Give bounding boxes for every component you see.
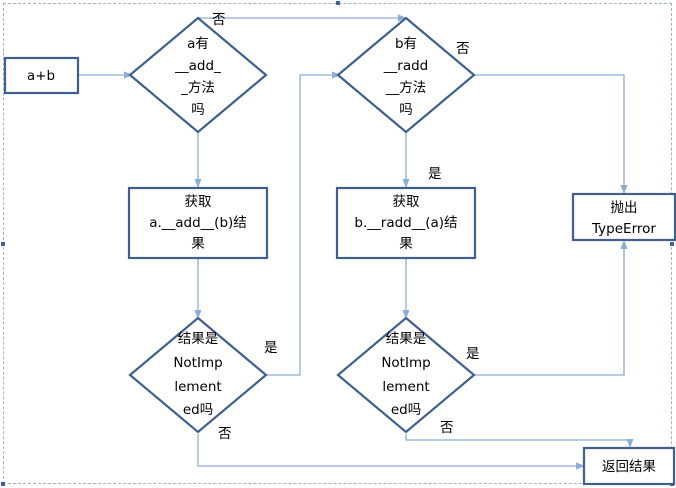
label-ni1-yes: 是: [264, 340, 278, 356]
node-return-result[interactable]: 返回结果: [582, 446, 676, 486]
node-dec-radd-line-1: b有: [395, 36, 417, 52]
node-return-label: 返回结果: [602, 459, 656, 475]
label-ni2-no: 否: [440, 420, 454, 436]
node-start[interactable]: a+b: [3, 56, 80, 95]
node-get-radd[interactable]: 获取 b.__radd__(a)结 果: [335, 186, 477, 260]
resize-handle-top-middle[interactable]: [336, 1, 340, 5]
node-get-radd-line-1: 获取: [393, 194, 420, 210]
edge-dec-radd-no: [474, 74, 628, 194]
label-add-no: 否: [212, 12, 226, 28]
edge-ni1-yes: [266, 71, 341, 376]
node-dec-ni1-line-2: NotImp: [173, 355, 222, 371]
node-raise-line-1: 抛出: [611, 200, 638, 216]
label-ni2-yes: 是: [466, 346, 480, 362]
node-dec-add-line-2: __add_: [174, 58, 221, 74]
edge-ni1-no: [197, 434, 585, 470]
resize-handle-left-middle[interactable]: [1, 242, 5, 246]
node-get-radd-line-2: b.__radd__(a)结: [354, 215, 457, 231]
node-get-add-line-1: 获取: [185, 194, 212, 210]
node-dec-add-line-4: 吗: [191, 102, 205, 118]
node-dec-ni1-line-1: 结果是: [178, 331, 219, 347]
node-dec-ni2-line-4: ed吗: [391, 402, 421, 418]
node-dec-ni2[interactable]: 结果是 NotImp lement ed吗: [336, 316, 476, 434]
node-dec-radd-line-2: __radd: [383, 58, 428, 74]
label-ni1-no: 否: [218, 426, 232, 442]
label-radd-yes: 是: [428, 166, 442, 182]
edge-ni2-no: [405, 434, 634, 448]
node-get-radd-line-3: 果: [399, 236, 413, 252]
node-dec-ni2-line-3: lement: [382, 379, 429, 395]
node-get-add-line-3: 果: [191, 236, 205, 252]
node-dec-radd-line-3: __方法: [385, 80, 427, 96]
node-raise-typeerror[interactable]: 抛出 TypeError: [571, 192, 676, 242]
node-dec-ni1-line-4: ed吗: [183, 402, 213, 418]
node-get-add-line-2: a.__add__(b)结: [149, 215, 247, 231]
resize-handle-right-middle[interactable]: [670, 242, 674, 246]
node-dec-ni1-line-3: lement: [174, 379, 221, 395]
node-dec-ni2-line-2: NotImp: [381, 355, 430, 371]
node-get-add[interactable]: 获取 a.__add__(b)结 果: [127, 186, 269, 260]
resize-handle-bottom-left[interactable]: [1, 482, 5, 486]
node-dec-add-line-1: a有: [187, 36, 209, 52]
node-dec-ni1[interactable]: 结果是 NotImp lement ed吗: [128, 316, 268, 434]
label-radd-no: 否: [456, 41, 470, 57]
connectors: [78, 14, 634, 470]
edge-ni2-yes: [474, 240, 628, 376]
edge-labels: 否 否 是 是 否 是 否: [212, 12, 480, 442]
node-dec-radd-line-4: 吗: [399, 102, 413, 118]
node-dec-add[interactable]: a有 __add_ _方法 吗: [128, 16, 268, 134]
node-dec-add-line-3: _方法: [180, 80, 215, 96]
node-start-label: a+b: [27, 68, 55, 84]
node-dec-radd[interactable]: b有 __radd __方法 吗: [336, 16, 476, 134]
node-dec-ni2-line-1: 结果是: [386, 331, 427, 347]
node-raise-line-2: TypeError: [591, 221, 656, 237]
